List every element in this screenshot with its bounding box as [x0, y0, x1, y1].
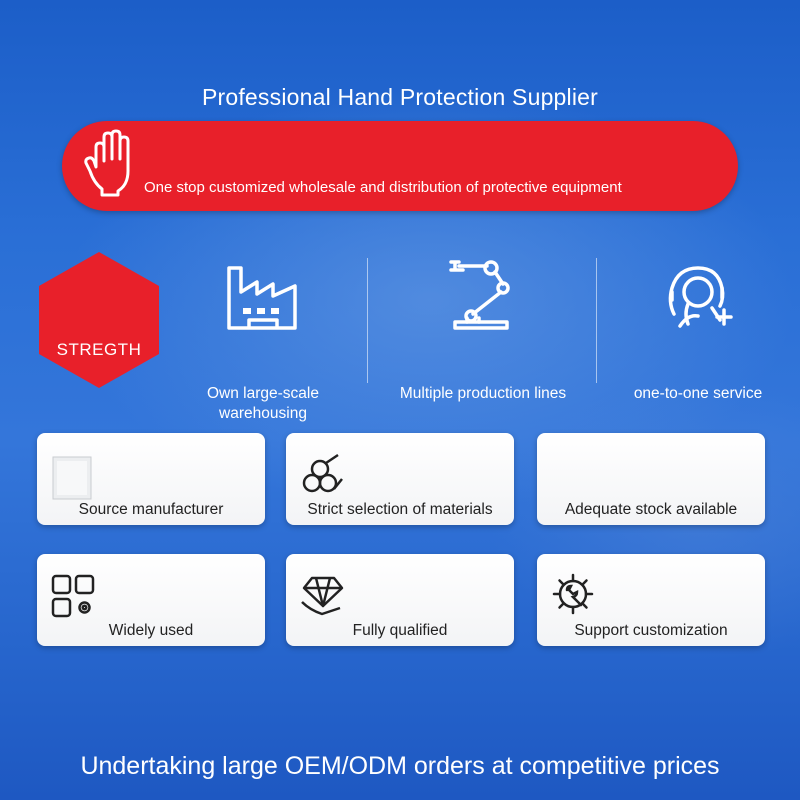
- gloves-box-icon: [52, 456, 92, 500]
- glove-hand-icon: [84, 129, 130, 197]
- grid-apps-icon: [51, 574, 95, 618]
- card-label: Adequate stock available: [564, 501, 738, 518]
- card-adequate-stock: Adequate stock available: [537, 433, 765, 525]
- card-label: Support customization: [574, 622, 728, 639]
- feature-one-to-one-service: one-to-one service: [612, 258, 784, 404]
- divider: [596, 258, 597, 383]
- robot-arm-icon: [449, 260, 510, 330]
- strength-hexagon: [39, 252, 159, 388]
- material-rolls-icon: [302, 453, 343, 493]
- card-label: Source manufacturer: [78, 501, 224, 518]
- customer-service-icon: [668, 266, 733, 328]
- feature-label: Multiple production lines: [399, 385, 567, 402]
- card-strict-selection: Strict selection of materials: [286, 433, 514, 525]
- page-title: Professional Hand Protection Supplier: [201, 84, 599, 110]
- card-label: Fully qualified: [352, 622, 448, 639]
- card-label: Strict selection of materials: [307, 501, 493, 518]
- card-label: Widely used: [108, 622, 194, 639]
- card-widely-used: Widely used: [37, 554, 265, 646]
- card-support-customization: Support customization: [537, 554, 765, 646]
- feature-label: Own large-scale warehousing: [207, 385, 319, 422]
- gear-wrench-icon: [552, 573, 594, 615]
- strength-label: STREGTH: [56, 340, 142, 359]
- footer-tagline: Undertaking large OEM/ODM orders at comp…: [80, 752, 720, 780]
- factory-icon: [227, 266, 297, 330]
- card-fully-qualified: Fully qualified: [286, 554, 514, 646]
- diamond-hand-icon: [301, 576, 344, 616]
- red-banner: One stop customized wholesale and distri…: [62, 121, 738, 211]
- divider: [367, 258, 368, 383]
- feature-warehousing: Own large-scale warehousing: [188, 258, 338, 424]
- feature-label: one-to-one service: [633, 385, 763, 402]
- banner-subtitle: One stop customized wholesale and distri…: [144, 179, 622, 196]
- card-source-manufacturer: Source manufacturer: [37, 433, 265, 525]
- feature-production-lines: Multiple production lines: [380, 256, 586, 404]
